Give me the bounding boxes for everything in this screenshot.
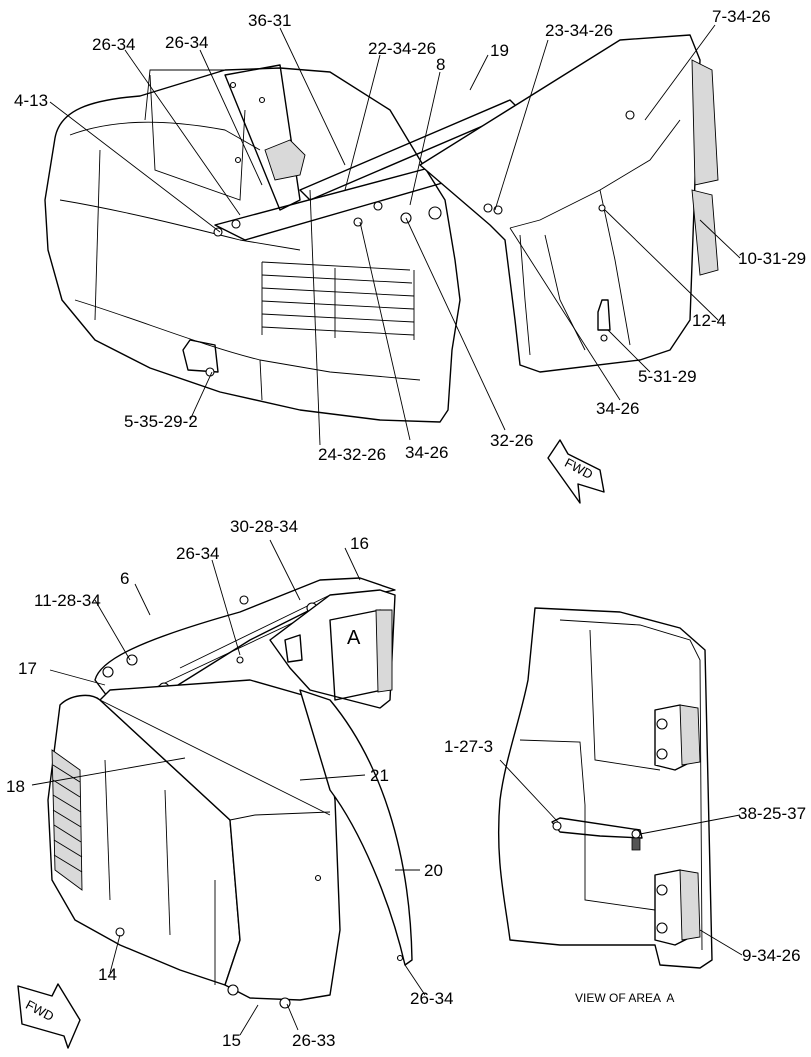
callout-23-34-26: 23-34-26 [545,21,614,40]
leader-6 [134,583,151,616]
leader-5-35-29-2 [189,371,213,421]
callout-26-33: 26-33 [292,1031,336,1050]
fwd-arrow-top [547,439,605,504]
leader-32-26 [405,217,506,431]
side-body-panel [99,679,341,1001]
callout-30-28-34: 30-28-34 [230,517,299,536]
detail-view-area-a [497,607,743,969]
leader-9-34-26 [699,929,743,956]
callout-area-a: A [347,627,361,649]
leader-34-26-a [509,227,621,401]
callout-5-35-29-2: 5-35-29-2 [124,412,198,431]
leader-11-28-34 [94,599,131,661]
detail-door-frame [497,607,713,969]
callout-7-34-26: 7-34-26 [712,7,771,26]
leader-14 [109,934,121,974]
side-grille [51,749,83,891]
leader-5-31-29 [607,329,651,373]
leader-34-26-b [359,221,411,441]
leader-1-27-3 [499,759,559,823]
callout-26-34-c: 26-34 [176,544,220,563]
callout-36-31: 36-31 [248,11,292,30]
callout-15: 15 [222,1031,241,1050]
callout-34-26-b: 34-26 [405,443,449,462]
callout-1-27-3: 1-27-3 [444,737,494,756]
callout-38-25-37: 38-25-37 [738,804,807,823]
callout-19: 19 [490,41,509,60]
leader-23-34-26 [494,39,549,211]
callout-26-34-b: 26-34 [165,33,209,52]
callout-12-4: 12-4 [692,311,727,330]
right-door-panel [419,34,701,373]
left-hood-panel [44,67,461,423]
leader-10-31-29 [699,219,741,259]
callout-34-26-a: 34-26 [596,399,640,418]
leader-21 [299,774,366,781]
leader-26-34-b [199,49,263,186]
leader-7-34-26 [644,24,716,121]
leader-26-34-a [124,49,241,216]
leader-24-32-26 [309,189,321,446]
fender-panel [299,689,413,966]
top-assembly-drawing [44,24,741,504]
leader-8 [409,71,441,206]
callout-20: 20 [424,861,443,880]
leader-12-4 [604,209,719,321]
leader-22-34-26 [344,54,381,191]
leader-26-33 [286,1003,299,1031]
leader-15 [239,1004,259,1036]
leader-19 [469,54,489,91]
detail-caption: VIEW OF AREA A [575,991,675,1005]
callout-8: 8 [436,55,446,74]
leader-26-34-d [404,964,426,996]
callout-22-34-26: 22-34-26 [368,39,437,58]
lower-assembly-drawing [17,539,426,1049]
callout-26-34-a: 26-34 [92,35,136,54]
callout-9-34-26: 9-34-26 [742,946,801,965]
leader-30-28-34 [269,539,301,601]
leader-38-25-37 [639,814,741,835]
leader-26-34-c [211,559,241,656]
callout-10-31-29: 10-31-29 [738,249,807,268]
callout-16: 16 [350,534,369,553]
callout-4-13: 4-13 [14,91,49,110]
leader-4-13 [49,101,221,233]
leader-17 [49,669,106,686]
callout-11-28-34: 11-28-34 [34,591,101,610]
callout-26-34-d: 26-34 [410,989,454,1008]
leader-16 [344,547,361,581]
callout-21: 21 [370,766,389,785]
fwd-arrow-bottom [17,983,81,1049]
callout-5-31-29: 5-31-29 [638,367,697,386]
callout-24-32-26: 24-32-26 [318,445,387,464]
callout-18: 18 [6,777,25,796]
callout-6: 6 [120,569,130,588]
callout-14: 14 [98,965,117,984]
leader-36-31 [279,27,346,166]
callout-17: 17 [18,659,37,678]
leader-18 [31,757,186,786]
callout-32-26: 32-26 [490,431,534,450]
